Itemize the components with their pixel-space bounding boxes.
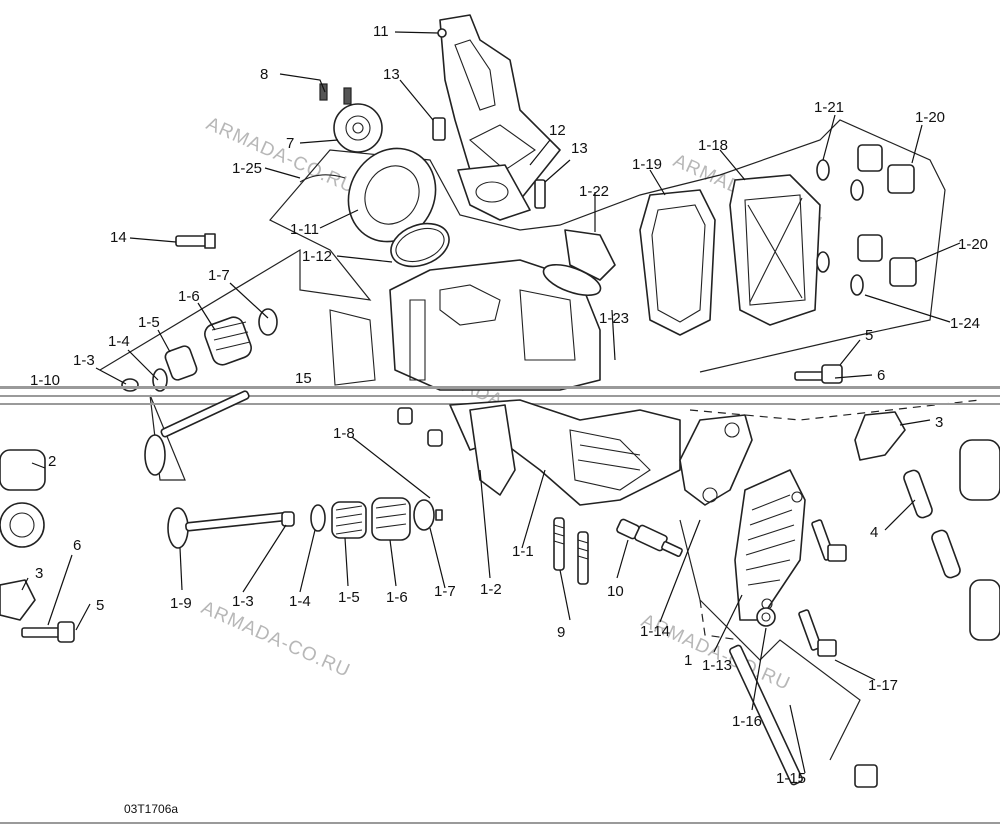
callout-13b: 13 (571, 140, 588, 157)
valve-guides (397, 407, 443, 447)
washers-1-21 (816, 159, 864, 296)
callout-1-13: 1-13 (702, 657, 732, 674)
callout-1-21: 1-21 (814, 99, 844, 116)
callout-6b: 6 (73, 537, 81, 554)
callout-1-5a: 1-5 (138, 314, 160, 331)
head-cover-1-18 (729, 174, 821, 326)
callout-1-15: 1-15 (776, 770, 806, 787)
intake-gasket (457, 164, 531, 221)
head-cover-group-outline (679, 519, 861, 761)
callout-3a: 3 (935, 414, 943, 431)
bolt-14 (175, 233, 216, 249)
cover-group-outline (689, 399, 981, 421)
callout-1-23: 1-23 (599, 310, 629, 327)
callout-1-8: 1-8 (333, 425, 355, 442)
leader-lines (21, 31, 961, 774)
valve-1-9 (144, 390, 292, 549)
callout-1-2: 1-2 (480, 581, 502, 598)
watermark-4: ARMADA-CO.RU (198, 597, 353, 682)
callout-2: 2 (48, 453, 56, 470)
callout-1-19: 1-19 (632, 156, 662, 173)
bottom-noise-strip (0, 822, 1000, 824)
callout-13a: 13 (383, 66, 400, 83)
spring-retainer-1-7 (413, 499, 443, 531)
callout-1-16: 1-16 (732, 713, 762, 730)
callout-1-18: 1-18 (698, 137, 728, 154)
group-boundaries (99, 119, 981, 761)
camshaft-2 (0, 449, 46, 548)
rocker-arm-3-left (0, 579, 36, 621)
callout-labels: 11 8 13 7 12 13 1-25 1-11 1-12 14 1-7 1-… (30, 23, 988, 787)
callout-14: 14 (110, 229, 127, 246)
callout-1-9: 1-9 (170, 595, 192, 612)
callout-1-20b: 1-20 (958, 236, 988, 253)
callout-1-4a: 1-4 (108, 333, 130, 350)
callout-1-1: 1-1 (512, 543, 534, 560)
callout-1-3a: 1-3 (73, 352, 95, 369)
callout-6a: 6 (877, 367, 885, 384)
callout-1-7a: 1-7 (208, 267, 230, 284)
callout-15: 15 (295, 370, 312, 387)
o-ring-1-12 (390, 222, 450, 268)
valve-stem-seal-1-3 (281, 511, 295, 527)
bolt-5-lower (21, 621, 75, 643)
callout-1-11: 1-11 (290, 221, 319, 238)
callout-1-4b: 1-4 (289, 593, 311, 610)
callout-7: 7 (286, 135, 294, 152)
callout-1-24: 1-24 (950, 315, 980, 332)
callout-1-6b: 1-6 (386, 589, 408, 606)
cover-lower-dashed (699, 599, 741, 641)
sprocket-7 (333, 103, 383, 153)
callout-10: 10 (607, 583, 624, 600)
callout-5a: 5 (865, 327, 873, 344)
callout-1-10: 1-10 (30, 372, 60, 389)
callout-1-7b: 1-7 (434, 583, 456, 600)
studs-9 (553, 517, 589, 585)
head-cap-1-22 (542, 229, 616, 297)
callout-1-25: 1-25 (232, 160, 262, 177)
callout-1-20a: 1-20 (915, 109, 945, 126)
side-cover-1-13 (734, 469, 806, 621)
bolt-1-15 (729, 644, 878, 788)
callout-5b: 5 (96, 597, 104, 614)
callout-1: 1 (684, 652, 692, 669)
rocker-arm-3-right (854, 411, 906, 461)
callout-1-5b: 1-5 (338, 589, 360, 606)
callout-11: 11 (373, 23, 389, 40)
callout-1-12: 1-12 (302, 248, 332, 265)
callout-1-22: 1-22 (579, 183, 609, 200)
callout-12: 12 (549, 122, 566, 139)
callout-1-6a: 1-6 (178, 288, 200, 305)
cap-nuts-1-20 (857, 144, 917, 287)
bolts-8 (319, 83, 352, 105)
callout-8: 8 (260, 66, 268, 83)
callout-1-14: 1-14 (640, 623, 670, 640)
diagram-code: 03T1706a (124, 802, 178, 816)
washer-1-16 (756, 607, 776, 627)
callout-1-17: 1-17 (868, 677, 898, 694)
callout-1-3b: 1-3 (232, 593, 254, 610)
spring-seat-1-4 (310, 504, 326, 532)
outer-spring-1-6 (371, 497, 411, 541)
camshaft-right (959, 439, 1000, 641)
intake-pipe (437, 14, 561, 201)
spark-plug-10 (616, 518, 683, 557)
rocker-shafts-4 (903, 469, 961, 579)
inner-spring-1-5 (331, 501, 367, 539)
bolt-5-upper (794, 364, 843, 384)
head-cover-gasket-1-19 (639, 189, 716, 336)
valve-springs-upper (121, 308, 278, 392)
callout-9: 9 (557, 624, 565, 641)
callout-4: 4 (870, 524, 878, 541)
bolts-13 (432, 117, 546, 209)
cylinder-head-group-outline (99, 119, 946, 373)
callout-3b: 3 (35, 565, 43, 582)
gasket-1-14 (679, 414, 753, 506)
camshaft-holder-1-11 (299, 147, 437, 243)
head-gasket-1-2 (469, 404, 516, 496)
bolts-1-17 (798, 519, 847, 657)
cylinder-head (329, 259, 601, 391)
